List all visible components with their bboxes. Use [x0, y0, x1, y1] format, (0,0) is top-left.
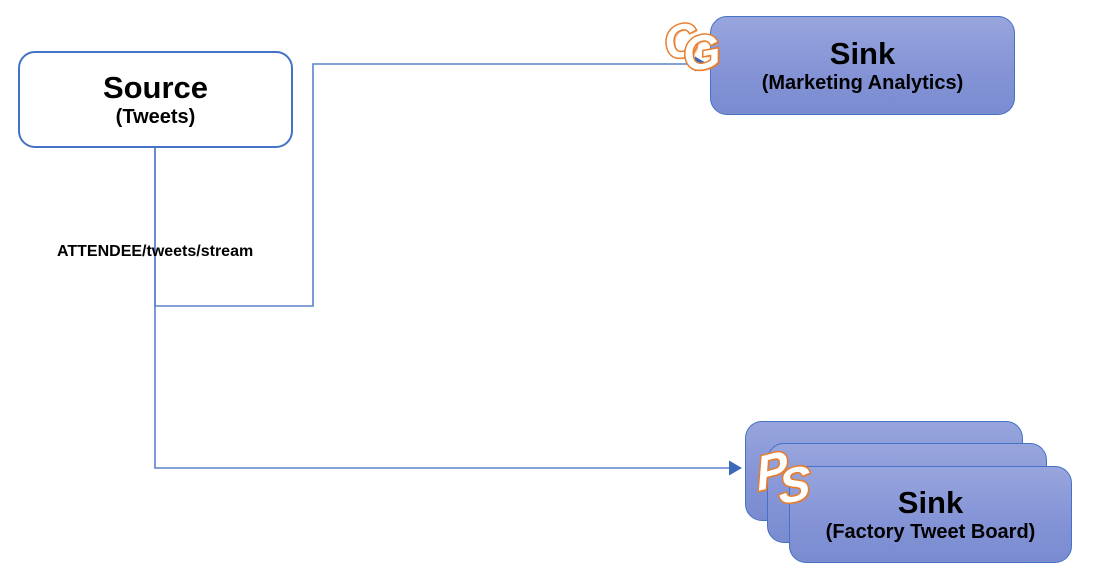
node-source: Source (Tweets) — [18, 51, 293, 148]
sink-marketing-subtitle: (Marketing Analytics) — [761, 72, 964, 95]
sink-marketing-title: Sink — [829, 35, 896, 71]
arrowhead-factory-sink — [729, 460, 742, 476]
arrowhead-marketing-sink — [695, 56, 708, 72]
edge-label-stream: ATTENDEE/tweets/stream — [57, 243, 254, 260]
sink-factory-subtitle: (Factory Tweet Board) — [825, 521, 1036, 544]
node-sink-marketing: Sink (Marketing Analytics) — [710, 16, 1015, 115]
connector-source-to-factory-sink — [154, 148, 730, 469]
sink-factory-title: Sink — [897, 484, 964, 520]
source-subtitle: (Tweets) — [115, 106, 196, 129]
source-title: Source — [102, 69, 209, 105]
node-sink-factory: Sink (Factory Tweet Board) — [789, 466, 1072, 563]
